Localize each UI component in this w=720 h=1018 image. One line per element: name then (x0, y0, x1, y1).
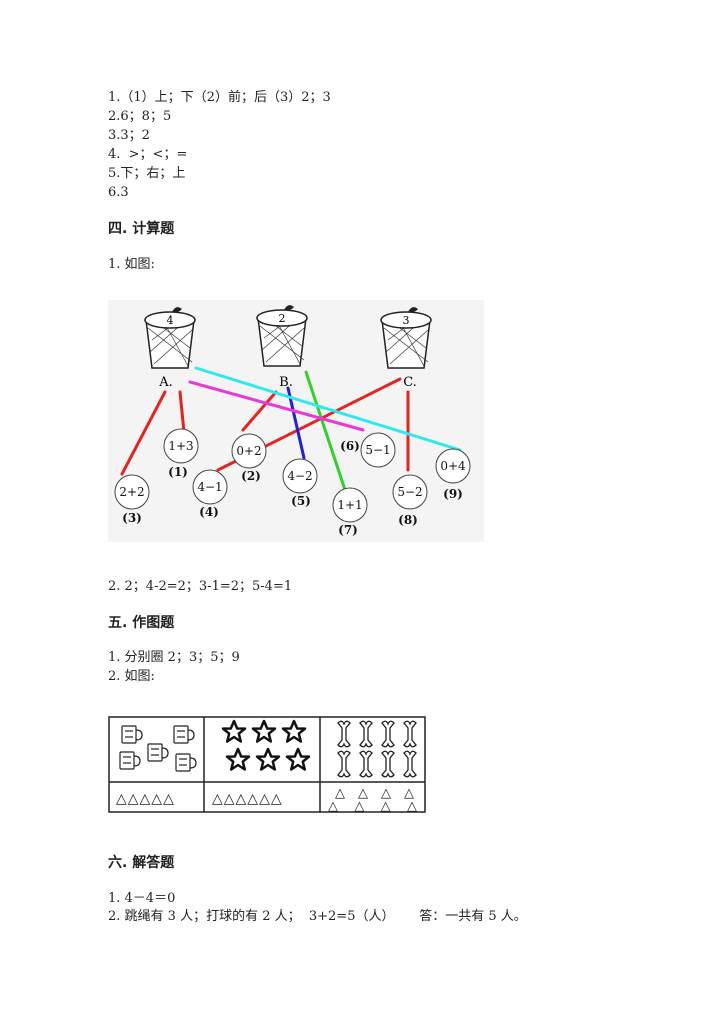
cup-icon (121, 725, 143, 744)
bone-icon (381, 720, 395, 748)
bone-icon (381, 750, 395, 778)
svg-text:(9): (9) (443, 487, 463, 501)
svg-text:5−2: 5−2 (397, 485, 422, 499)
star-icon (251, 719, 277, 743)
triangle-row: △△△△△△ (212, 791, 283, 807)
star-icon (281, 719, 307, 743)
cup-icon (173, 725, 195, 744)
basket-number: 3 (403, 314, 410, 327)
triangle-row: △△△△△ (116, 791, 175, 807)
expression-circle: 5−2 (8) (392, 474, 428, 527)
expression-circle: 1+1 (7) (332, 487, 368, 537)
svg-text:(5): (5) (291, 494, 311, 508)
answer-line-4: 4. >；<；= (108, 147, 188, 162)
match-line (194, 366, 462, 452)
basket-b: 2 B. (256, 305, 308, 390)
svg-text:(4): (4) (199, 505, 219, 519)
star-icon (255, 747, 281, 771)
svg-text:(1): (1) (168, 465, 188, 479)
basket-label: A. (158, 375, 173, 390)
basket-label: B. (279, 375, 293, 390)
match-line (120, 390, 167, 476)
expression-circle: 4−2 (5) (282, 458, 318, 508)
basket-number: 4 (167, 314, 174, 327)
answer-line-6: 6.3 (108, 185, 129, 200)
cup-icon (147, 743, 169, 762)
svg-text:(2): (2) (241, 469, 261, 483)
star-icon (221, 719, 247, 743)
cup-icon (175, 753, 197, 772)
svg-text:4−1: 4−1 (197, 480, 222, 494)
answer-line-5: 5.下；右；上 (108, 166, 186, 181)
section-heading-answers: 六. 解答题 (108, 855, 175, 871)
drawing-item-1: 1. 分别圈 2；3；5；9 (108, 650, 240, 665)
calc-item-1: 1. 如图: (108, 257, 155, 272)
basket-c: 3 C. (380, 307, 432, 390)
answer-line-1: 1.（1）上；下（2）前；后（3）2；3 (108, 90, 331, 105)
expression-circle: 2+2 (3) (114, 474, 150, 525)
calc-item-2: 2. 2；4-2=2；3-1=2；5-4=1 (108, 579, 293, 594)
bone-icon (403, 750, 417, 778)
expression-circle: 0+2 (2) (231, 433, 267, 483)
svg-text:(3): (3) (122, 511, 142, 525)
svg-text:1+3: 1+3 (168, 439, 193, 453)
star-icon (225, 747, 251, 771)
drawing-figure: △△△△△ △△△△△△ △△△△ △△△△ (108, 716, 426, 818)
expression-circle: 5−1 (6) (340, 432, 396, 468)
svg-text:2+2: 2+2 (119, 485, 144, 499)
match-line (188, 380, 365, 432)
drawing-item-2: 2. 如图: (108, 669, 155, 684)
svg-text:1+1: 1+1 (337, 498, 362, 512)
svg-text:0+4: 0+4 (440, 459, 466, 473)
svg-text:4−2: 4−2 (287, 469, 312, 483)
bone-icon (403, 720, 417, 748)
bone-icon (359, 750, 373, 778)
expression-circle: 1+3 (1) (163, 428, 199, 479)
bird-icon (284, 305, 294, 311)
svg-text:(8): (8) (398, 513, 418, 527)
bird-icon (172, 307, 182, 313)
expression-circle: 4−1 (4) (192, 469, 228, 519)
star-icon (285, 747, 311, 771)
match-line (178, 390, 186, 434)
matching-figure: 4 A. 2 B. 3 C. (108, 300, 484, 542)
section-heading-calc: 四. 计算题 (108, 221, 175, 237)
cup-icon (119, 751, 141, 770)
bone-icon (337, 750, 351, 778)
answer-line-3: 3.3；2 (108, 128, 150, 143)
bird-icon (408, 307, 418, 313)
bone-icon (337, 720, 351, 748)
svg-text:5−1: 5−1 (365, 443, 390, 457)
svg-text:(7): (7) (338, 523, 358, 537)
svg-text:0+2: 0+2 (236, 444, 261, 458)
answer-item-1: 1. 4－4＝0 (108, 891, 176, 906)
bone-icon (359, 720, 373, 748)
answer-line-2: 2.6；8；5 (108, 109, 172, 124)
expression-circle: 0+4 (9) (435, 448, 471, 501)
basket-number: 2 (279, 312, 286, 325)
match-line (286, 386, 306, 460)
match-line (304, 370, 347, 492)
basket-a: 4 A. (144, 307, 196, 390)
section-heading-drawing: 五. 作图题 (108, 615, 175, 631)
basket-label: C. (403, 375, 417, 390)
match-line (241, 390, 278, 432)
svg-text:(6): (6) (340, 439, 360, 453)
answer-item-2: 2. 跳绳有 3 人；打球的有 2 人； 3+2=5（人） 答：一共有 5 人。 (108, 909, 527, 924)
